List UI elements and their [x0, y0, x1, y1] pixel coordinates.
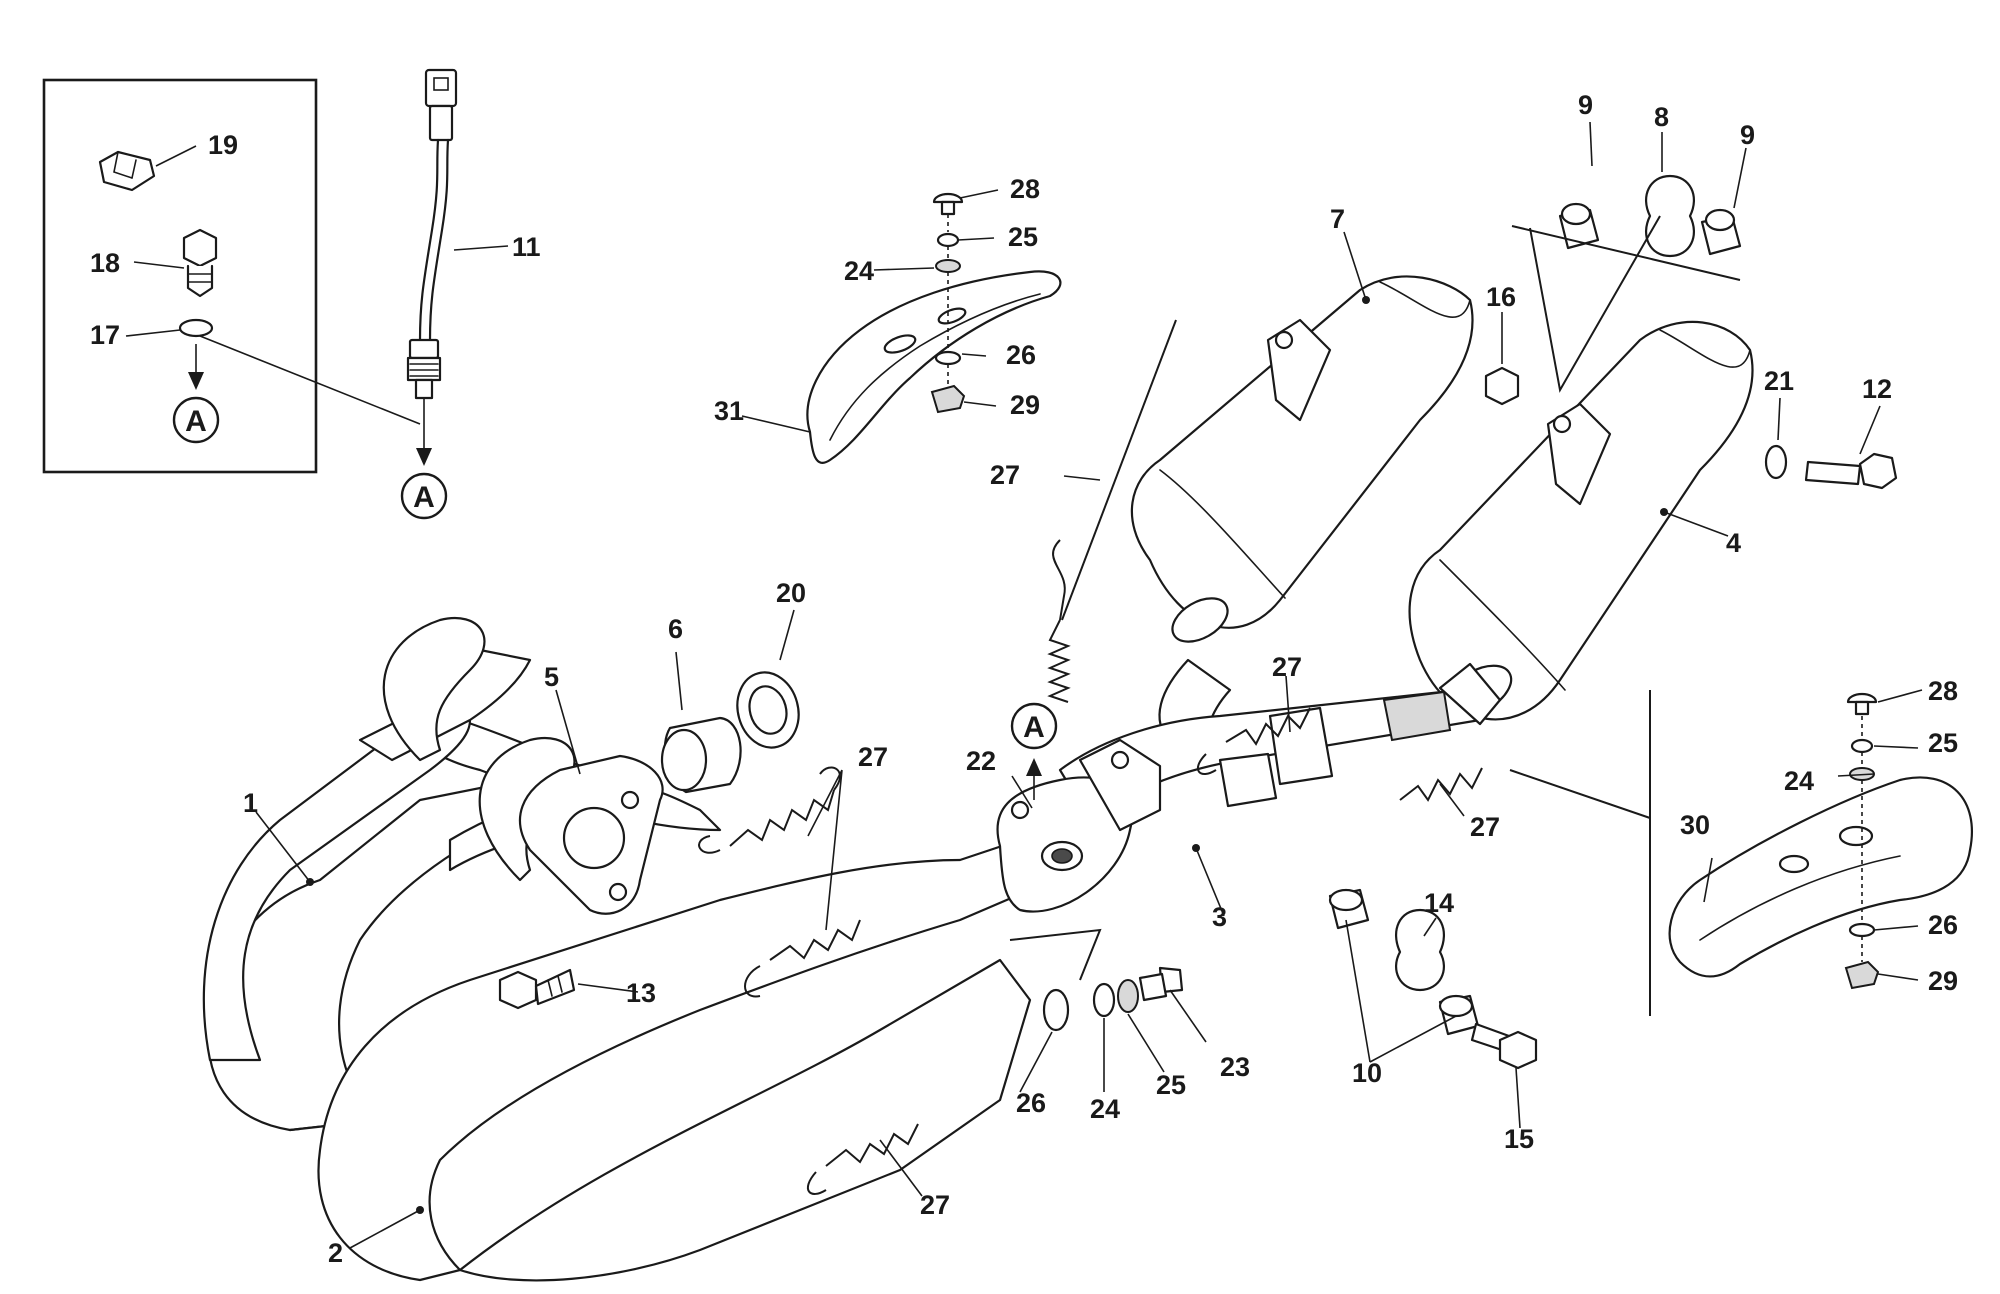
part-14-rubber-mount: [1394, 908, 1446, 992]
callout-2: 2: [328, 1238, 343, 1268]
callout-28-upper: 28: [1010, 174, 1040, 204]
part-27-spring-collector: [1399, 767, 1483, 802]
callout-14: 14: [1424, 888, 1454, 918]
part-25-washer-lower: [1117, 979, 1139, 1013]
callout-numbers: 1 2 3 4 5 6 7 8 9 9 10 11 12 13 14 15 16…: [90, 90, 1958, 1268]
part-19-plug-cap: [98, 150, 156, 192]
part-10-bushing-a: [1328, 888, 1370, 930]
callout-28-right: 28: [1928, 676, 1958, 706]
part-17-o-ring: [178, 318, 214, 338]
part-12-bolt: [1804, 452, 1898, 490]
part-11-lambda-sensor: A: [199, 68, 458, 520]
part-20-gasket: [736, 671, 800, 749]
part-27-spring-header: [744, 919, 861, 998]
part-9-bushing-right: [1700, 208, 1742, 256]
callout-19: 19: [208, 130, 238, 160]
part-22-collector-box: [996, 738, 1162, 913]
callout-27-upper: 27: [990, 460, 1020, 490]
callout-27-lower: 27: [920, 1190, 950, 1220]
callout-29-right: 29: [1928, 966, 1958, 996]
callout-9-left: 9: [1578, 90, 1593, 120]
callout-5: 5: [544, 662, 559, 692]
callout-23: 23: [1220, 1052, 1250, 1082]
svg-text:A: A: [185, 405, 207, 438]
callout-7: 7: [1330, 204, 1345, 234]
part-23-bolt: [1138, 966, 1184, 1002]
callout-24-lower: 24: [1090, 1094, 1120, 1124]
callout-21: 21: [1764, 366, 1794, 396]
callout-18: 18: [90, 248, 120, 278]
callout-26-upper: 26: [1006, 340, 1036, 370]
callout-8: 8: [1654, 102, 1669, 132]
leader-lines: [125, 121, 1923, 1249]
part-25-washer-upper: [936, 232, 960, 248]
part-27-spring-right: [1196, 707, 1311, 775]
callout-9-right: 9: [1740, 120, 1755, 150]
part-27-spring-middle: [698, 766, 841, 854]
part-2-header-pipe-front: [317, 818, 1102, 1282]
part-29-clip-nut-right: [1844, 960, 1880, 990]
callout-25-lower: 25: [1156, 1070, 1186, 1100]
ref-a-inset: A: [172, 396, 220, 444]
callout-10: 10: [1352, 1058, 1382, 1088]
callout-24-upper: 24: [844, 256, 874, 286]
callout-29-upper: 29: [1010, 390, 1040, 420]
callout-6: 6: [668, 614, 683, 644]
part-30-heat-shield: [1668, 776, 1973, 978]
part-9-bushing-left: [1558, 202, 1600, 250]
callout-22: 22: [966, 746, 996, 776]
callout-27-collector: 27: [1272, 652, 1302, 682]
svg-text:A: A: [1023, 711, 1045, 744]
callout-25-right: 25: [1928, 728, 1958, 758]
part-26-washer-lower: [1042, 988, 1070, 1032]
callout-4: 4: [1726, 528, 1741, 558]
callout-30: 30: [1680, 810, 1710, 840]
part-8-rubber-mount: [1645, 174, 1695, 258]
part-25-washer-right: [1850, 738, 1874, 754]
callout-15: 15: [1504, 1124, 1534, 1154]
callout-24-right: 24: [1784, 766, 1814, 796]
part-27-spring-lower: [806, 1123, 919, 1195]
part-7-silencer-rear: [1130, 275, 1474, 643]
part-18-plug-screw: [182, 228, 218, 298]
callout-31: 31: [714, 396, 744, 426]
callout-25-upper: 25: [1008, 222, 1038, 252]
callout-1: 1: [243, 788, 258, 818]
part-21-washer: [1764, 444, 1788, 480]
callout-17: 17: [90, 320, 120, 350]
callout-3: 3: [1212, 902, 1227, 932]
part-26-washer-upper: [934, 350, 962, 366]
part-28-screw-upper: [932, 192, 964, 216]
callout-20: 20: [776, 578, 806, 608]
part-15-bolt: [1470, 1022, 1538, 1070]
svg-text:A: A: [413, 481, 435, 514]
callout-26-lower: 26: [1016, 1088, 1046, 1118]
part-5-flange: [518, 754, 664, 915]
ref-a-sensor: A: [400, 472, 448, 520]
callout-27-middle: 27: [858, 742, 888, 772]
ref-a-header: A: [1010, 702, 1058, 750]
callout-11: 11: [512, 232, 541, 262]
part-10-bushing-b: [1438, 994, 1480, 1036]
part-13-bolt: [498, 968, 576, 1010]
callout-26-right: 26: [1928, 910, 1958, 940]
part-31-heat-shield: [806, 270, 1062, 464]
callout-16: 16: [1486, 282, 1516, 312]
part-26-washer-right: [1848, 922, 1876, 938]
part-28-screw-lower: [1846, 692, 1878, 716]
inset-box: A: [42, 78, 318, 474]
part-3-link-pipe: [1058, 662, 1502, 822]
part-16-nut: [1484, 366, 1520, 406]
part-24-washer-lower: [1092, 982, 1116, 1018]
part-27-spring-upper-left: [1047, 539, 1071, 703]
callout-27-right: 27: [1470, 812, 1500, 842]
part-29-clip-nut-upper: [930, 384, 966, 414]
part-6-sealing-ring: [660, 716, 742, 794]
part-4-silencer-front: [1408, 320, 1754, 721]
part-24-washer-upper: [935, 259, 961, 273]
callout-12: 12: [1862, 374, 1892, 404]
callout-13: 13: [626, 978, 656, 1008]
